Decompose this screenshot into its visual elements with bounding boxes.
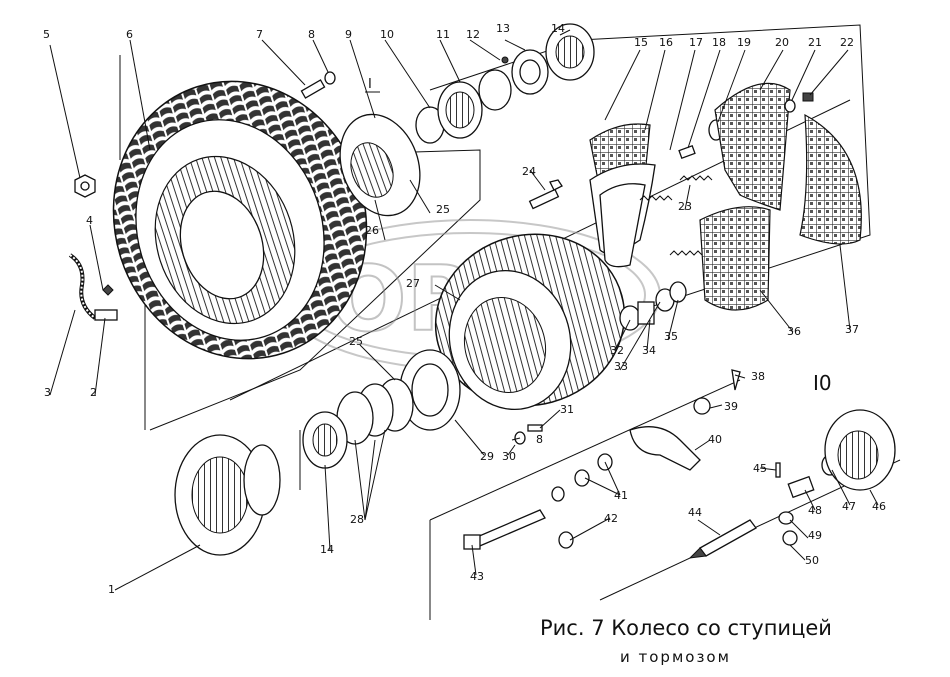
part-label: 29 [480,450,494,463]
part-label: 14 [551,22,565,35]
part-label: 10 [380,28,394,41]
part-label: 23 [678,200,692,213]
brake-shoes [589,119,724,268]
part-label: 43 [470,570,484,583]
part-label: 42 [604,512,618,525]
detail-label: I [368,77,372,92]
part-label: 6 [126,28,133,41]
part-label: 27 [406,277,420,290]
part-label: 28 [350,513,364,526]
part-label: 49 [808,529,822,542]
part-label: 37 [845,323,859,336]
part-label: 7 [256,28,263,41]
part-label: 19 [737,36,751,49]
brake-linings [699,82,791,311]
part-label: 35 [664,330,678,343]
seals-and-bearings-top [415,23,595,144]
part-label: 3 [44,386,51,399]
part-label: 32 [610,344,624,357]
part-label: 8 [308,28,315,41]
part-label: 47 [842,500,856,513]
washer-and-bolt-right [784,92,814,113]
part-label: 30 [502,450,516,463]
wheel-flange [339,113,421,217]
part-label: 34 [642,344,656,357]
part-label: 31 [560,403,574,416]
part-label: 15 [634,36,648,49]
part-label: 14 [320,543,334,556]
bolt-24 [528,179,563,210]
backing-plate [799,113,862,245]
part-label: 36 [787,325,801,338]
figure-caption-subtitle: и тормозом [620,648,731,666]
leader-lines [49,29,879,591]
part-label: 22 [840,36,854,49]
part-label: 13 [496,22,510,35]
part-label: 17 [689,36,703,49]
figure-caption: Рис. 7 Колесо со ступицей [540,616,832,640]
part-label: 26 [365,224,379,237]
part-label: 50 [805,554,819,567]
part-label: 48 [808,504,822,517]
wheel-hub [174,434,281,556]
part-label: 11 [436,28,450,41]
part-label: 1 [108,583,115,596]
part-label: 9 [345,28,352,41]
part-label: 21 [808,36,822,49]
part-label: 25 [349,335,363,348]
spacer-parts [619,281,687,331]
brake-mechanism-parts [463,369,896,559]
part-label: 33 [614,360,628,373]
part-label: 46 [872,500,886,513]
part-label: 44 [688,506,702,519]
part-label: 20 [775,36,789,49]
part-label: 45 [753,462,767,475]
part-label: 38 [751,370,765,383]
part-label: 8 [536,433,543,446]
bolt-and-washer [300,71,336,99]
brake-drum [434,233,626,411]
part-label: 18 [712,36,726,49]
nut [74,174,96,198]
hub-seals-and-bearings [302,349,543,469]
return-springs [639,175,713,256]
part-label: 39 [724,400,738,413]
part-label: 5 [43,28,50,41]
tyre [112,80,368,360]
part-label: 12 [466,28,480,41]
part-label: 25 [436,203,450,216]
part-label: 16 [659,36,673,49]
view-label: I0 [813,371,832,395]
valve-hose [68,253,118,321]
part-label: 24 [522,165,536,178]
part-label: 40 [708,433,722,446]
part-label: 4 [86,214,93,227]
part-label: 2 [90,386,97,399]
part-labels: 5 6 7 8 9 10 11 12 13 14 15 16 17 18 19 … [43,22,886,596]
part-label: 41 [614,489,628,502]
